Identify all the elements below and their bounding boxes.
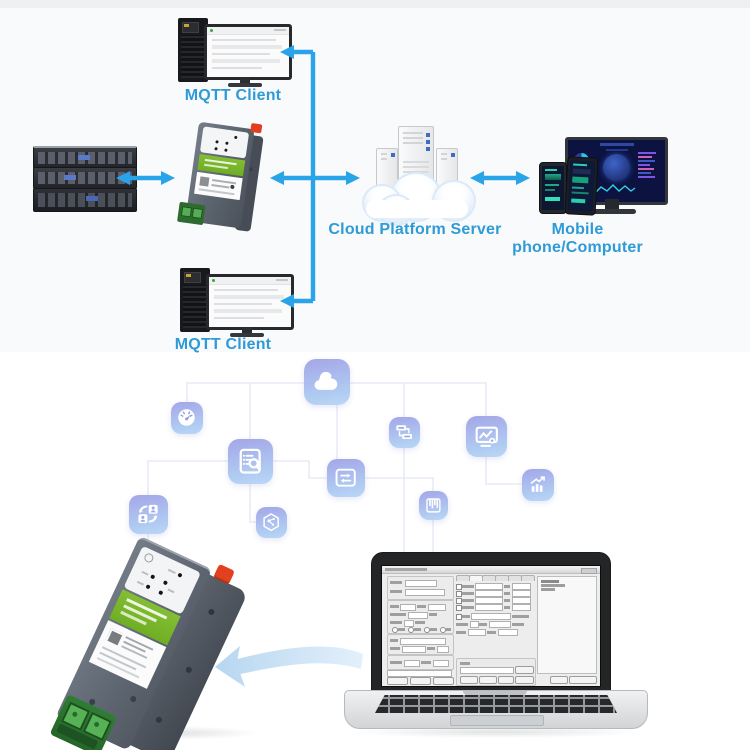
mqtt-client-bottom-label: MQTT Client xyxy=(174,336,272,353)
growth-chart-icon xyxy=(531,476,546,493)
gauge-icon xyxy=(178,409,196,427)
data-transfer-icon xyxy=(335,469,357,487)
form-group xyxy=(387,655,454,670)
laptop-screen-bezel xyxy=(371,552,611,694)
cloud-tile xyxy=(304,359,350,405)
window-controls xyxy=(581,567,597,574)
mqtt-client-top xyxy=(178,14,292,90)
cloud-icon xyxy=(314,372,338,391)
contacts-sync-tile xyxy=(129,495,168,534)
server-tower-icon xyxy=(180,268,210,332)
log-field xyxy=(387,670,452,677)
settings-tab xyxy=(495,575,509,581)
form-group xyxy=(387,634,454,655)
cloud-platform-server-label: Cloud Platform Server xyxy=(328,221,502,238)
document-search-icon xyxy=(239,449,262,474)
mobile-computer-label: Mobile phone/Computer xyxy=(512,221,643,256)
workflow-tile xyxy=(389,417,420,448)
keyboard xyxy=(375,695,617,713)
cloud-platform-server-icon xyxy=(360,120,476,232)
monitor-icon xyxy=(204,24,292,80)
laptop-base xyxy=(344,690,648,729)
settings-tab xyxy=(521,575,535,581)
settings-tab xyxy=(482,575,496,581)
document-search-tile xyxy=(228,439,273,484)
log-panel xyxy=(537,576,597,674)
growth-chart-tile xyxy=(522,469,554,501)
config-arrow xyxy=(215,646,363,687)
equalizer-icon xyxy=(426,498,441,513)
molecule-icon xyxy=(263,513,280,532)
workflow-icon xyxy=(396,425,413,440)
form-group xyxy=(387,600,454,634)
laptop-screen xyxy=(381,565,601,687)
config-software-window xyxy=(382,566,600,686)
monitor-analytics-icon xyxy=(475,426,498,447)
topology-arrows xyxy=(116,45,530,308)
server-rack-icon xyxy=(33,146,137,212)
monitor-analytics-tile xyxy=(466,416,507,457)
molecule-tile xyxy=(256,507,287,538)
topology-diagram: MQTT Client MQTT Client xyxy=(0,0,750,353)
mqtt-client-top-label: MQTT Client xyxy=(184,87,282,104)
mqtt-client-bottom xyxy=(180,264,294,340)
settings-tab xyxy=(508,575,522,581)
settings-tab xyxy=(456,575,470,581)
mobile-computer-group xyxy=(535,133,670,219)
settings-tab xyxy=(469,575,483,581)
server-tower-icon xyxy=(178,18,208,82)
trackpad xyxy=(450,715,544,726)
hinge-notch xyxy=(463,691,527,695)
contacts-sync-icon xyxy=(138,505,159,524)
top-edge-strip xyxy=(0,0,750,8)
laptop-shadow xyxy=(352,726,642,738)
form-group xyxy=(456,658,536,686)
gauge-tile xyxy=(171,402,203,434)
data-transfer-tile xyxy=(327,459,365,497)
window-titlebar xyxy=(382,566,600,574)
form-group xyxy=(387,576,454,600)
equalizer-tile xyxy=(419,491,448,520)
